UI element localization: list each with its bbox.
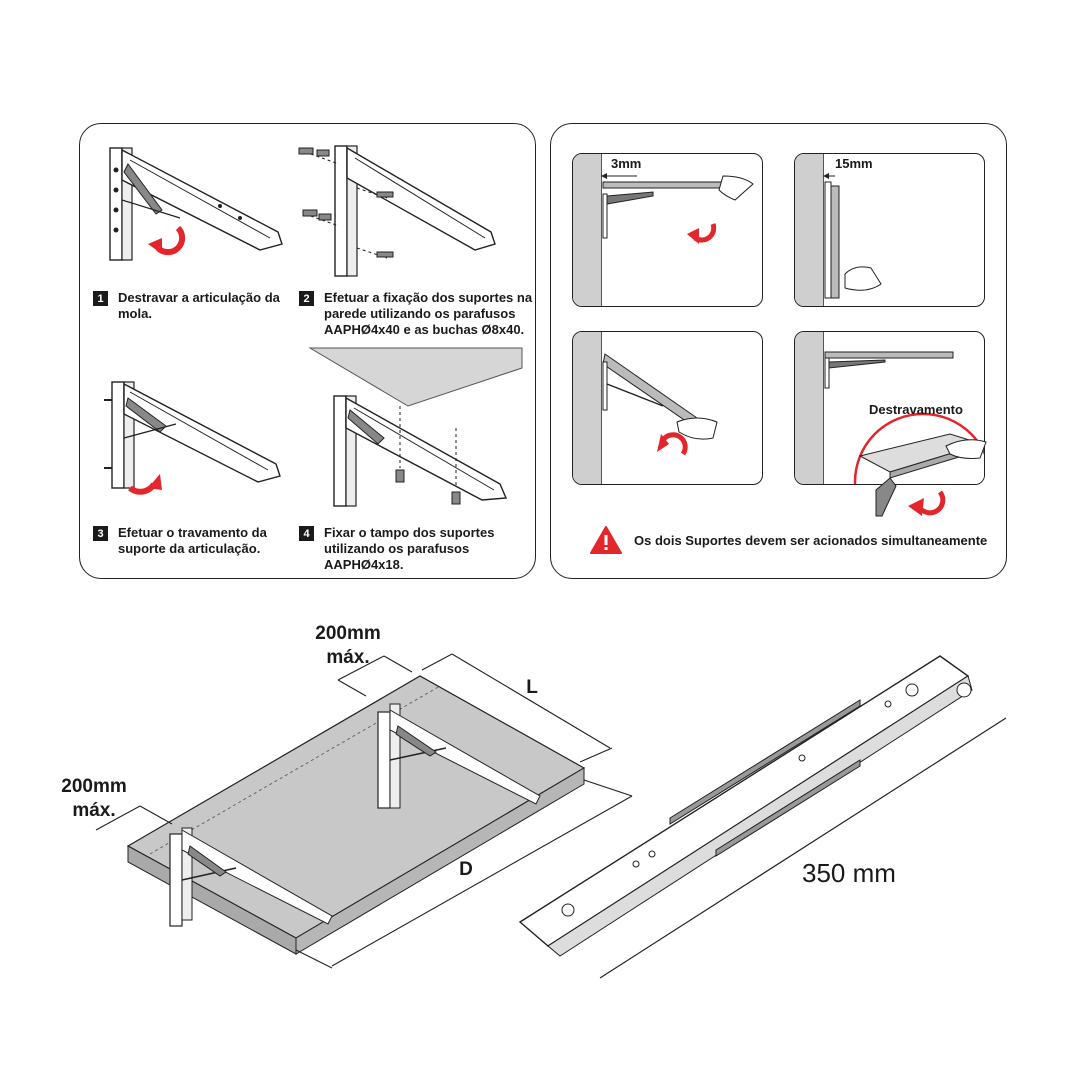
wall: [795, 154, 824, 306]
step2-illustration: [298, 145, 496, 277]
clearance-label: 15mm: [835, 156, 873, 171]
step4-illustration: [308, 347, 523, 507]
clearance-folded-box: 15mm: [794, 153, 985, 307]
wall: [573, 332, 602, 484]
wall: [795, 332, 824, 484]
depth-label: D: [459, 859, 473, 880]
step1-illustration: [109, 147, 283, 261]
step-number: 1: [93, 291, 108, 306]
max-overhang-left-label: 200mm máx.: [61, 776, 127, 821]
step-text: Destravar a articulação da mola.: [118, 290, 280, 321]
width-label: L: [526, 677, 538, 698]
step-4: 4 Fixar o tampo dos suportes utilizando …: [299, 525, 494, 573]
unlock-label: Destravamento: [869, 402, 963, 417]
step-number: 2: [299, 291, 314, 306]
step-number: 3: [93, 526, 108, 541]
clearance-label: 3mm: [611, 156, 642, 171]
bracket-length-label: 350 mm: [802, 858, 896, 888]
unlock-detail-illustration: [858, 433, 987, 517]
step-text: Fixar o tampo dos suportes utilizando os…: [324, 525, 495, 572]
step-text: Efetuar a fixação dos suportes na parede…: [324, 290, 533, 337]
warning-triangle-icon: [590, 526, 622, 554]
step3-illustration: [104, 381, 281, 495]
step-number: 4: [299, 526, 314, 541]
warning-text: Os dois Suportes devem ser acionados sim…: [634, 532, 988, 548]
lift-box: [572, 331, 763, 485]
wall: [573, 154, 602, 306]
step-2: 2 Efetuar a fixação dos suportes na pare…: [299, 290, 532, 338]
step-3: 3 Efetuar o travamento da suporte da art…: [93, 525, 267, 557]
step-1: 1 Destravar a articulação da mola.: [93, 290, 280, 322]
max-overhang-top-label: 200mm máx.: [315, 623, 381, 668]
clearance-open-box: 3mm: [572, 153, 763, 307]
step-text: Efetuar o travamento da suporte da artic…: [118, 525, 267, 556]
warning-note: Os dois Suportes devem ser acionados sim…: [590, 526, 987, 554]
